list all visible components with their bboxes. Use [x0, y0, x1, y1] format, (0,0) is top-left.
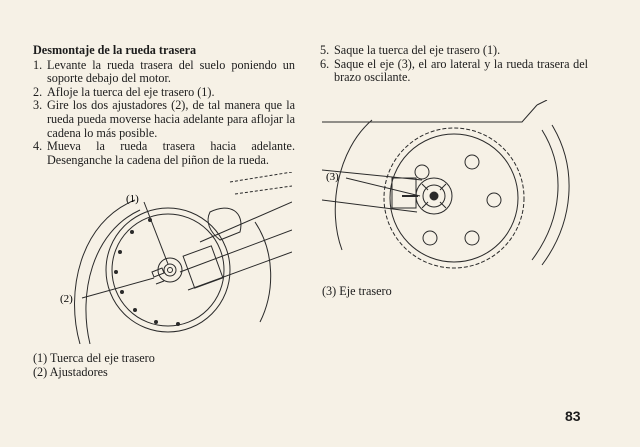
callout-3: (3)	[326, 171, 339, 183]
step-text: Mueva la rueda trasera hacia adelante. D…	[47, 139, 295, 167]
steps-list-right: 5. Saque la tuerca del eje trasero (1). 6…	[320, 43, 588, 85]
left-column: Desmontaje de la rueda trasera 1. Levante…	[33, 43, 295, 168]
step-number: 4.	[33, 139, 43, 154]
step-number: 5.	[320, 43, 330, 57]
step-text: Saque el eje (3), el aro lateral y la ru…	[334, 56, 588, 85]
step-number: 1.	[33, 57, 43, 72]
callout-1: (1)	[126, 193, 139, 205]
step-number: 3.	[33, 98, 43, 113]
section-heading: Desmontaje de la rueda trasera	[33, 43, 197, 57]
rear-wheel-adjuster-illustration: (1) (2)	[60, 172, 292, 344]
steps-list-left: 1. Levante la rueda trasera del suelo pon…	[33, 57, 295, 168]
right-column: 5. Saque la tuerca del eje trasero (1). 6…	[320, 43, 588, 85]
caption-item: (2) Ajustadores	[33, 364, 108, 379]
step-item: 6. Saque el eje (3), el aro lateral y la …	[320, 56, 588, 85]
step-text: Levante la rueda trasera del suelo ponie…	[47, 57, 295, 86]
step-item: 3. Gire los dos ajustadores (2), de tal m…	[33, 99, 295, 140]
step-text: Gire los dos ajustadores (2), de tal man…	[47, 98, 295, 140]
step-item: 4. Mueva la rueda trasera hacia adelante.…	[33, 139, 295, 167]
caption-item: (3) Eje trasero	[322, 284, 392, 298]
step-item: 5. Saque la tuerca del eje trasero (1).	[320, 43, 588, 58]
figure-right-captions: (3) Eje trasero	[322, 284, 392, 299]
callout-2: (2)	[60, 293, 73, 305]
step-item: 2. Afloje la tuerca del eje trasero (1).	[33, 84, 295, 100]
step-text: Saque la tuerca del eje trasero (1).	[334, 43, 501, 57]
caption-item: (1) Tuerca del eje trasero	[33, 351, 155, 365]
step-text: Afloje la tuerca del eje trasero (1).	[47, 84, 215, 99]
step-item: 1. Levante la rueda trasera del suelo pon…	[33, 57, 295, 86]
step-number: 2.	[33, 84, 43, 99]
page-number: 83	[565, 408, 581, 424]
figure-left-captions: (1) Tuerca del eje trasero (2) Ajustador…	[33, 351, 155, 379]
rear-axle-illustration: (3)	[322, 100, 570, 269]
step-number: 6.	[320, 56, 330, 71]
